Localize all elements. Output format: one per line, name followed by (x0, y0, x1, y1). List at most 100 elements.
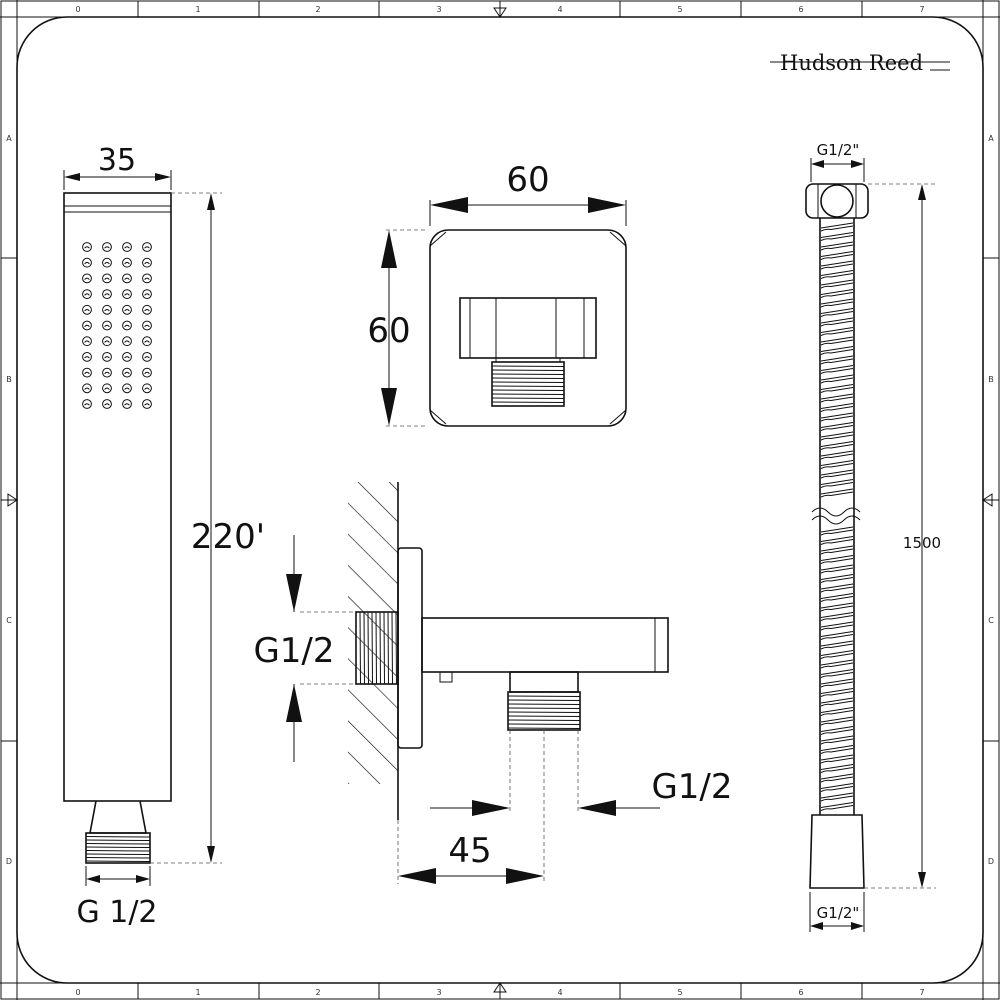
outlet-hex (459, 297, 597, 359)
grid-col-label: 2 (315, 988, 320, 997)
handset-thread (85, 832, 151, 864)
grid-col-label: 0 (75, 988, 80, 997)
grid-col-label: 5 (677, 988, 682, 997)
hose-bottom-thread-label: G1/2" (817, 904, 860, 922)
nozzle (122, 352, 132, 362)
nozzle (82, 289, 92, 300)
centre-marker-bottom (493, 982, 507, 999)
nozzle (82, 383, 92, 394)
nozzle (82, 320, 92, 331)
nozzle (122, 289, 132, 300)
handset-length-label: 220' (191, 517, 265, 557)
outlet-thread (491, 361, 565, 407)
nozzle (122, 336, 132, 347)
nozzle (82, 336, 92, 347)
grid-col-label: 6 (798, 5, 803, 14)
grid-col-label: 6 (798, 988, 803, 997)
inlet-thread (355, 611, 399, 685)
nozzle (142, 383, 152, 394)
break-mark (811, 515, 861, 525)
wall-plate (429, 229, 627, 427)
nozzle (102, 352, 112, 362)
nozzle (142, 289, 152, 300)
nozzle (122, 383, 132, 394)
nozzle (102, 399, 112, 409)
centre-marker-right (982, 493, 999, 507)
hose-drawing: G1/2" 1500 G1/2" (805, 141, 941, 932)
outlet-thread-label: G1/2 (651, 767, 732, 807)
flange (397, 547, 423, 749)
nozzle (142, 367, 152, 378)
hose-bottom-cone (809, 814, 865, 889)
grid-col-label: 4 (557, 988, 562, 997)
grid-col-label: 0 (75, 5, 80, 14)
nozzle (102, 383, 112, 394)
nozzle (142, 273, 152, 284)
nozzle (142, 336, 152, 347)
nozzle (142, 352, 152, 362)
grid-row-label: C (6, 616, 12, 625)
nozzle (102, 367, 112, 378)
handset-width-label: 35 (98, 143, 136, 178)
nozzle (142, 304, 152, 315)
grid-col-label: 3 (436, 5, 441, 14)
front-height-label: 60 (367, 311, 410, 351)
hose-coils (820, 222, 854, 811)
nozzle (142, 257, 152, 268)
nozzle (122, 367, 132, 378)
nozzle (102, 273, 112, 284)
brand-logo: Hudson Reed (770, 51, 950, 75)
depth-label: 45 (448, 831, 491, 871)
centre-marker-top (493, 1, 507, 18)
nozzle (122, 320, 132, 331)
handset-neck (89, 800, 147, 834)
nozzle (122, 273, 132, 284)
outlet-arm (421, 617, 669, 673)
nozzle (82, 304, 92, 315)
nozzle (102, 320, 112, 331)
outlet-connector (509, 671, 579, 693)
outlet-side-view: G1/2 G1/2 45 (253, 482, 733, 884)
inlet-thread-label: G1/2 (253, 631, 334, 671)
nozzle (122, 399, 132, 409)
grid-row-label: B (988, 375, 994, 384)
grid-col-label: 7 (919, 5, 924, 14)
grid-row-label: B (6, 375, 12, 384)
nozzle (82, 242, 92, 252)
nozzle (102, 304, 112, 315)
grid-col-label: 5 (677, 5, 682, 14)
grid-col-label: 1 (195, 5, 200, 14)
grid-col-label: 4 (557, 5, 562, 14)
grid-row-label: A (988, 134, 994, 143)
nozzle (82, 367, 92, 378)
handset-drawing: 35 220' G 1/2 (63, 143, 265, 930)
brand-name: Hudson Reed (780, 51, 923, 75)
grid-row-label: C (988, 616, 994, 625)
grid-row-label: D (6, 857, 12, 866)
handset-body (63, 192, 172, 802)
handset-thread-label: G 1/2 (76, 895, 157, 930)
hose-top-thread-label: G1/2" (817, 141, 860, 159)
hose-length-label: 1500 (903, 534, 941, 552)
nozzle (82, 273, 92, 284)
nozzle (82, 352, 92, 362)
nozzle (102, 336, 112, 347)
nozzle (102, 257, 112, 268)
grid-col-label: 7 (919, 988, 924, 997)
grid-row-label: D (988, 857, 994, 866)
nozzle (102, 242, 112, 252)
outlet-front-view: 60 60 (367, 160, 627, 427)
break-mark (811, 507, 861, 517)
nozzle (82, 257, 92, 268)
nozzle (102, 289, 112, 300)
grid-col-label: 3 (436, 988, 441, 997)
nozzle (122, 257, 132, 268)
nozzle (122, 304, 132, 315)
grid-row-label: A (6, 134, 12, 143)
nozzle (142, 242, 152, 252)
nozzle-grid (82, 242, 152, 409)
nozzle (142, 399, 152, 409)
grid-col-label: 2 (315, 5, 320, 14)
